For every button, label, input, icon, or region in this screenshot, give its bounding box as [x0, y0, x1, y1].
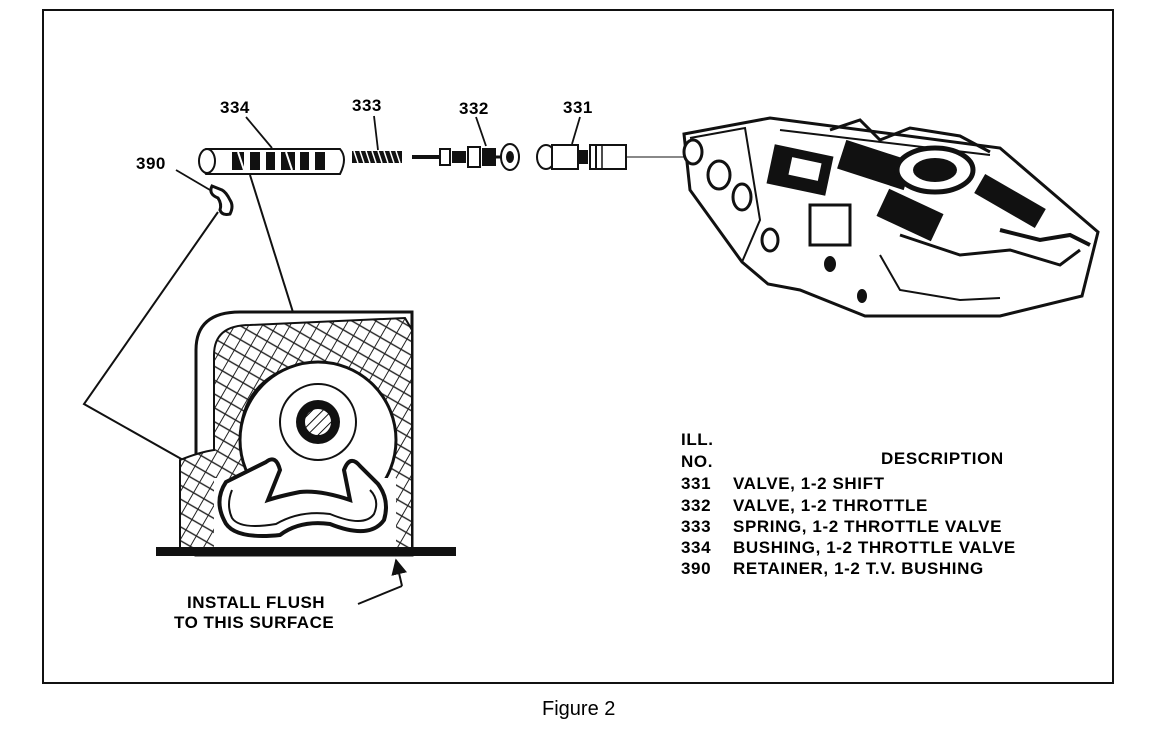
legend-header-ill: ILL.: [681, 430, 714, 449]
section-view: [156, 310, 456, 557]
install-note-line1: INSTALL FLUSH: [187, 593, 326, 612]
legend-row: 390 RETAINER, 1-2 T.V. BUSHING: [681, 559, 984, 579]
figure-frame: [42, 9, 1114, 684]
leader-334: [245, 116, 273, 149]
legend-row: 332 VALVE, 1-2 THROTTLE: [681, 496, 928, 516]
leader-332: [475, 116, 487, 147]
callout-334: 334: [220, 98, 250, 117]
install-note-line2: TO THIS SURFACE: [174, 613, 335, 632]
legend-header-no: NO.: [681, 452, 714, 471]
legend-row-desc: RETAINER, 1-2 T.V. BUSHING: [733, 559, 984, 578]
legend-row-num: 331: [681, 474, 712, 493]
legend-row-num: 390: [681, 559, 712, 578]
shift-valve-331: [536, 144, 686, 170]
leader-390: [175, 169, 211, 191]
spring-333: [352, 150, 402, 164]
legend-row-desc: SPRING, 1-2 THROTTLE VALVE: [733, 517, 1003, 536]
retainer-390-detail: [209, 184, 234, 216]
legend-row-desc: BUSHING, 1-2 THROTTLE VALVE: [733, 538, 1016, 557]
callout-390: 390: [136, 154, 166, 173]
callout-332: 332: [459, 99, 489, 118]
arrow-install-to-surface: [357, 585, 403, 605]
legend-row-num: 333: [681, 517, 712, 536]
callout-333: 333: [352, 96, 382, 115]
legend-row: 333 SPRING, 1-2 THROTTLE VALVE: [681, 517, 1002, 537]
figure-caption: Figure 2: [542, 698, 616, 720]
legend-row-num: 332: [681, 496, 712, 515]
legend-row-desc: VALVE, 1-2 SHIFT: [733, 474, 885, 493]
arrow-surface-leader: [391, 558, 408, 587]
legend-header-description: DESCRIPTION: [881, 449, 1004, 468]
legend-row-desc: VALVE, 1-2 THROTTLE: [733, 496, 928, 515]
callout-331: 331: [563, 98, 593, 117]
legend-row: 334 BUSHING, 1-2 THROTTLE VALVE: [681, 538, 1016, 558]
bushing-334: [198, 148, 345, 175]
legend-row: 331 VALVE, 1-2 SHIFT: [681, 474, 885, 494]
leader-331: [571, 116, 581, 145]
leader-333: [373, 115, 379, 151]
valve-body-casting: [682, 116, 1100, 318]
throttle-valve-332: [412, 143, 520, 171]
legend-row-num: 334: [681, 538, 712, 557]
leader-retainer-to-section: [82, 211, 219, 479]
